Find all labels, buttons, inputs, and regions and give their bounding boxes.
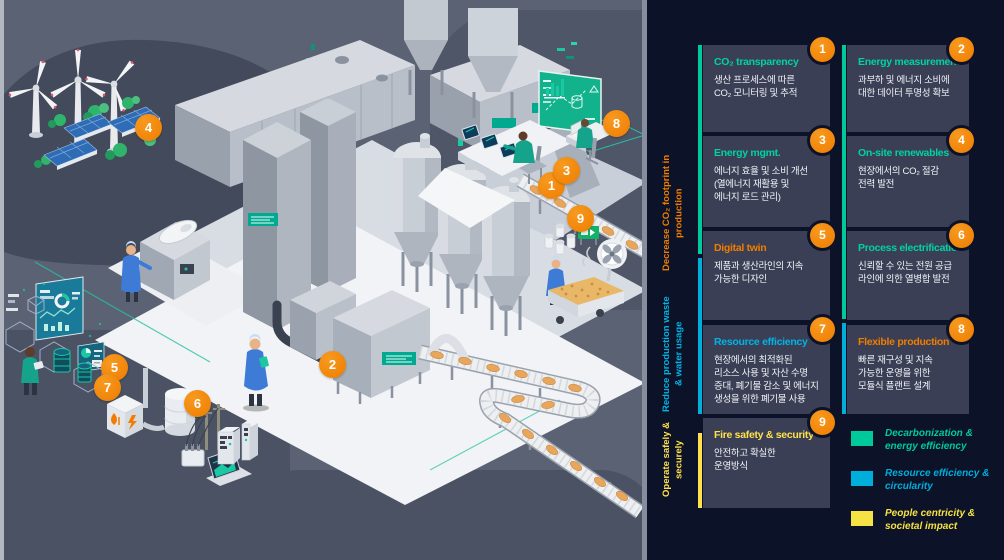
control-room <box>418 42 616 228</box>
card-body: 생산 프로세스에 따른 CO₂ 모니터링 및 추적 <box>714 75 798 100</box>
badge-4: 4 <box>135 114 162 141</box>
card-energy-measurement: 2 Energy measurement 과부하 및 에너지 소비에 대한 데이… <box>847 34 977 132</box>
card-body: 안전하고 확실한 운영방식 <box>714 448 776 473</box>
supervisor-woman <box>243 334 269 412</box>
card-title: Process electrification <box>858 242 964 254</box>
legend-label: Decarbonization & energy efficiency <box>885 428 973 452</box>
card-title: Resource efficiency <box>714 336 808 348</box>
card-badge-3: 3 <box>807 125 838 156</box>
card-flexible-production: 8 Flexible production 빠른 재구성 및 지속 가능한 운영… <box>847 314 977 414</box>
legend-swatch-yellow <box>851 511 873 526</box>
card-badge-4: 4 <box>946 125 977 156</box>
card-badge-9: 9 <box>807 407 838 438</box>
solar-panels <box>43 106 161 170</box>
digital-twin-dashboards <box>6 276 105 373</box>
milk-cans <box>544 223 576 255</box>
card-badge-2: 2 <box>946 34 977 65</box>
bread-loaves <box>430 185 639 502</box>
energy-bolt-icon <box>128 415 137 430</box>
card-co2-transparency: 1 CO₂ transparency 생산 프로세스에 따른 CO₂ 모니터링 … <box>703 34 838 132</box>
badge-2: 2 <box>319 351 346 378</box>
twin-barrels <box>53 348 92 383</box>
card-title: CO₂ transparency <box>714 56 799 68</box>
roll-machine <box>140 219 210 300</box>
legend-decarbonization: Decarbonization & energy efficiency <box>851 428 1001 462</box>
badge-8: 8 <box>603 110 630 137</box>
ventilation-fan-icon <box>582 239 627 282</box>
worker-tablet <box>21 347 44 395</box>
badge-7: 7 <box>94 374 121 401</box>
card-body: 에너지 효율 및 소비 개선 (열에너지 재활용 및 에너지 로드 관리) <box>714 166 808 204</box>
card-title: Fire safety & security <box>714 429 814 441</box>
card-body: 신뢰할 수 있는 전원 공급 라인에 의한 열병합 발전 <box>858 261 952 286</box>
card-body: 제품과 생산라인의 지속 가능한 디자인 <box>714 261 804 286</box>
card-body: 빠른 재구성 및 지속 가능한 운영을 위한 모듈식 플랜트 설계 <box>858 355 933 393</box>
group-label-reduce-waste: Reduce production waste & water usage <box>661 296 685 412</box>
operator-1 <box>503 131 547 184</box>
process-towers <box>243 98 356 372</box>
card-digital-twin: 5 Digital twin 제품과 생산라인의 지속 가능한 디자인 <box>703 220 838 320</box>
category-bar-cyan-col2 <box>842 323 846 414</box>
category-bar-teal-col2 <box>842 45 846 319</box>
floating-bar-chart <box>544 42 577 99</box>
legend-people-centricity: People centricity & societal impact <box>851 508 1001 542</box>
factory-illustration: 1 2 3 4 5 6 7 8 9 <box>0 0 647 560</box>
card-title: On-site renewables <box>858 147 949 159</box>
badge-9: 9 <box>567 205 594 232</box>
card-body: 현장에서의 CO₂ 절감 전력 발전 <box>858 166 939 191</box>
group-label-decrease-co2: Decrease CO₂ footprint in production <box>661 154 685 272</box>
category-bar-yellow-col1 <box>698 433 702 508</box>
category-bar-teal-col1 <box>698 45 702 254</box>
silos-top <box>404 0 518 118</box>
card-energy-mgmt: 3 Energy mgmt. 에너지 효율 및 소비 개선 (열에너지 재활용 … <box>703 125 838 227</box>
card-title: Energy mgmt. <box>714 147 781 159</box>
card-body: 과부하 및 에너지 소비에 대한 데이터 투명성 확보 <box>858 75 950 100</box>
conveyor-bridge <box>425 333 471 364</box>
card-title: Flexible production <box>858 336 950 348</box>
card-badge-7: 7 <box>807 314 838 345</box>
legend-swatch-teal <box>851 431 873 446</box>
digital-twin-wireframes <box>5 282 103 393</box>
card-fire-safety: 9 Fire safety & security 안전하고 확실한 운영방식 <box>703 407 838 508</box>
category-bar-cyan-col1 <box>698 258 702 414</box>
worker-roll-machine <box>121 241 152 302</box>
control-cabinets <box>217 419 258 465</box>
badge-6: 6 <box>184 390 211 417</box>
card-badge-6: 6 <box>946 220 977 251</box>
legend-resource-efficiency: Resource efficiency & circularity <box>851 468 1001 502</box>
legend-swatch-cyan <box>851 471 873 486</box>
card-badge-5: 5 <box>807 220 838 251</box>
card-process-electrification: 6 Process electrification 신뢰할 수 있는 전원 공급… <box>847 220 977 320</box>
card-body: 현장에서의 최적화된 리소스 사용 및 자산 수명 증대, 폐기물 감소 및 에… <box>714 355 819 406</box>
card-badge-8: 8 <box>946 314 977 345</box>
legend-label: Resource efficiency & circularity <box>885 468 990 492</box>
group-label-operate-safely: Operate safely & securely <box>661 422 685 498</box>
desk-paper <box>418 168 515 228</box>
badge-3: 3 <box>553 157 580 184</box>
card-title: Digital twin <box>714 242 767 254</box>
card-title: Energy measurement <box>858 56 960 68</box>
card-resource-efficiency: 7 Resource efficiency 현장에서의 최적화된 리소스 사용 … <box>703 314 838 414</box>
machines-center <box>290 281 430 404</box>
grain-cart <box>546 255 624 324</box>
legend-label: People centricity & societal impact <box>885 508 976 532</box>
card-badge-1: 1 <box>807 34 838 65</box>
card-onsite-renewables: 4 On-site renewables 현장에서의 CO₂ 절감 전력 발전 <box>847 125 977 227</box>
annotation-panel: Decrease CO₂ footprint in production Red… <box>647 0 1004 560</box>
heat-icon <box>111 413 120 425</box>
factory-scene <box>0 0 647 560</box>
